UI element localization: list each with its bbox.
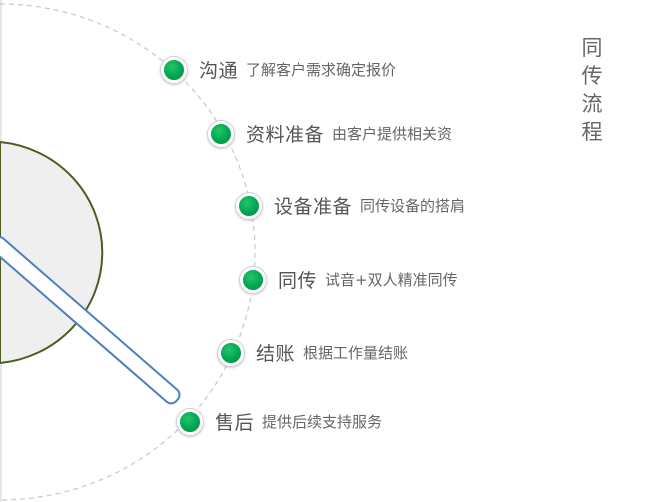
- pointer-needle: [0, 235, 181, 405]
- step-dot-icon: [236, 192, 262, 219]
- step-desc: 根据工作量结账: [303, 344, 409, 362]
- step-desc: 提供后续支持服务: [262, 413, 383, 431]
- step-title: 同传: [278, 270, 318, 292]
- step-settlement: 结账 根据工作量结账: [218, 339, 408, 366]
- step-title: 资料准备: [246, 124, 325, 146]
- step-dot-icon: [240, 266, 266, 293]
- step-interpretation: 同传 试音+双人精准同传: [240, 266, 458, 293]
- step-desc: 由客户提供相关资: [332, 125, 453, 143]
- step-dot-icon: [177, 408, 203, 435]
- step-after-sales: 售后 提供后续支持服务: [177, 408, 382, 435]
- step-dot-icon: [161, 56, 187, 83]
- step-dot-icon: [218, 339, 244, 366]
- step-title: 设备准备: [274, 196, 353, 218]
- step-equipment: 设备准备 同传设备的搭肩: [236, 192, 465, 219]
- step-communicate: 沟通 了解客户需求确定报价: [161, 56, 396, 83]
- step-title: 结账: [256, 343, 296, 365]
- step-desc: 同传设备的搭肩: [360, 197, 466, 215]
- step-desc: 了解客户需求确定报价: [246, 61, 397, 79]
- step-title: 沟通: [199, 60, 239, 82]
- step-materials: 资料准备 由客户提供相关资: [208, 120, 452, 147]
- step-title: 售后: [215, 412, 255, 434]
- step-desc: 试音+双人精准同传: [325, 271, 458, 289]
- vertical-page-title: 同传流程: [581, 36, 603, 144]
- step-dot-icon: [208, 120, 234, 147]
